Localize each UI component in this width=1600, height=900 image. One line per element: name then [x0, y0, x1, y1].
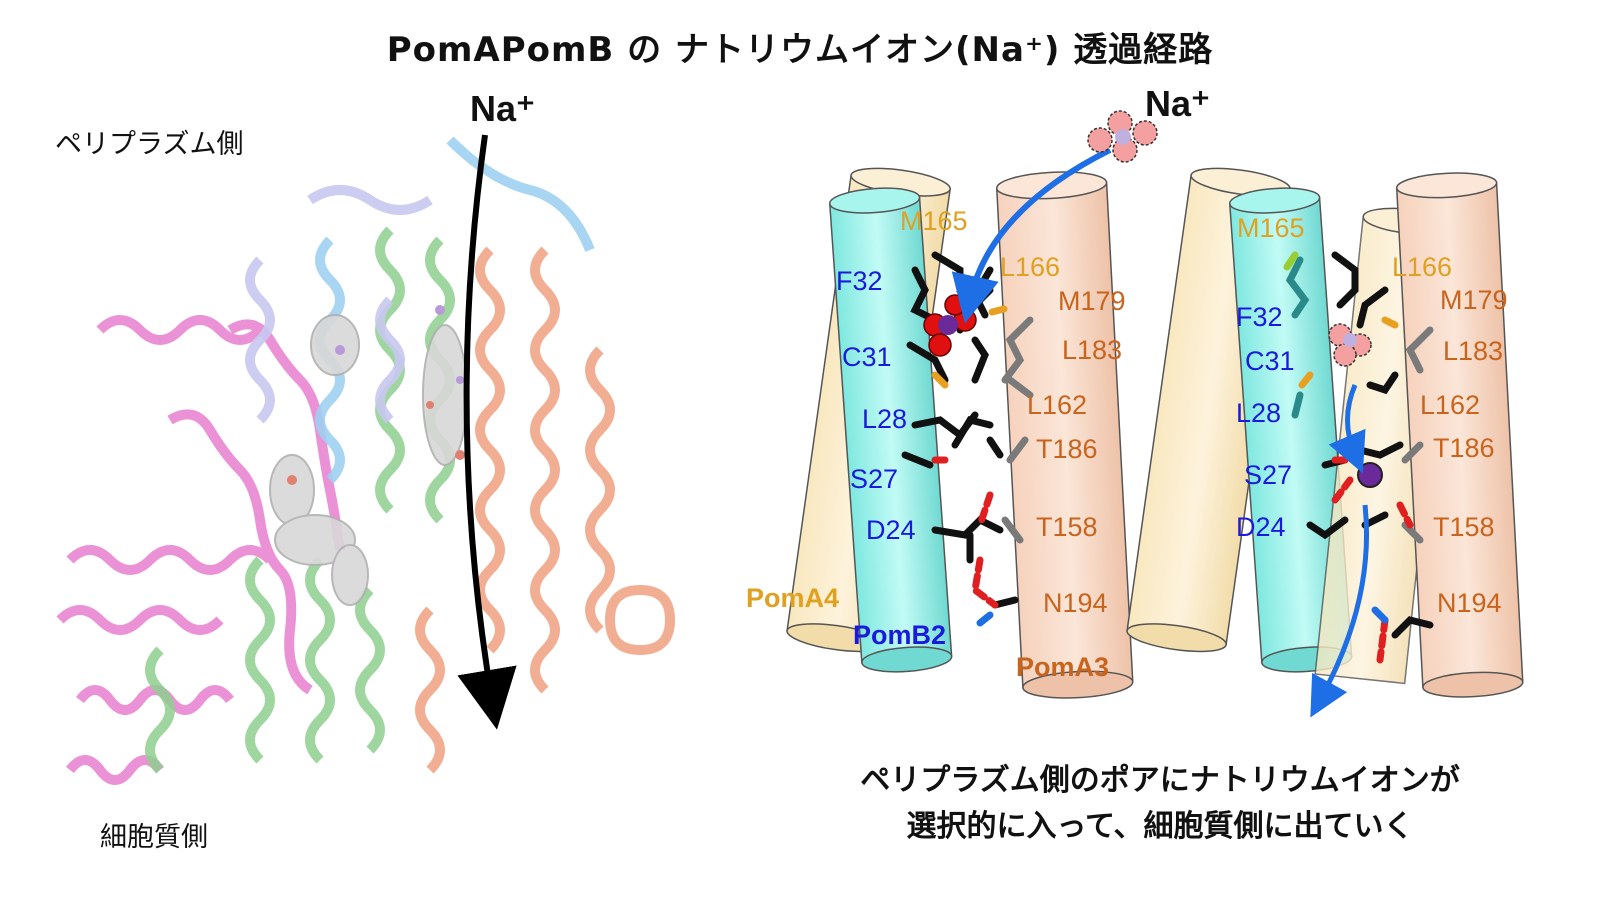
chain-pomA3: PomA3 — [1016, 652, 1110, 682]
residue-l162: L162 — [1027, 390, 1088, 420]
residue-t186: T186 — [1036, 434, 1098, 464]
residue-m179-right: M179 — [1440, 285, 1508, 315]
residue-l183: L183 — [1062, 335, 1123, 365]
residue-t158: T158 — [1036, 512, 1098, 542]
periplasm-label: ペリプラズム側 — [55, 129, 244, 160]
residue-m165-right: M165 — [1237, 213, 1305, 243]
residue-s27: S27 — [850, 464, 899, 494]
residue-n194-right: N194 — [1437, 588, 1502, 618]
residue-l166-right: L166 — [1392, 252, 1453, 282]
residue-n194: N194 — [1043, 588, 1108, 618]
residue-s27-right: S27 — [1244, 460, 1293, 490]
residue-m179: M179 — [1058, 286, 1126, 316]
residue-d24: D24 — [866, 515, 916, 545]
pore-diagram-right — [1126, 167, 1524, 718]
cytoplasm-label: 細胞質側 — [100, 822, 208, 853]
hydrated-sodium-icon — [1087, 110, 1158, 163]
caption-line-1: ペリプラズム側のポアにナトリウムイオンが — [860, 763, 1460, 798]
figure-title: PomAPomB の ナトリウムイオン(Na⁺) 透過経路 — [386, 30, 1214, 70]
sodium-label-right: Na⁺ — [1145, 83, 1211, 124]
residue-l166: L166 — [1000, 252, 1061, 282]
residue-m165: M165 — [900, 206, 968, 236]
residue-t186-right: T186 — [1433, 433, 1495, 463]
residue-c31-right: C31 — [1245, 346, 1295, 376]
cavity-dots — [287, 305, 465, 485]
residue-l28: L28 — [862, 404, 908, 434]
pore-diagram-left — [786, 147, 1134, 699]
sodium-label-left: Na⁺ — [470, 88, 536, 129]
residue-c31: C31 — [842, 342, 892, 372]
residue-f32: F32 — [836, 266, 883, 296]
residue-l183-right: L183 — [1443, 336, 1504, 366]
residue-f32-right: F32 — [1236, 302, 1283, 332]
residue-t158-right: T158 — [1433, 512, 1495, 542]
residue-d24-right: D24 — [1236, 512, 1286, 542]
chain-pomB2: PomB2 — [853, 620, 947, 650]
caption-line-2: 選択的に入って、細胞質側に出ていく — [906, 809, 1414, 844]
ribbon-structure — [55, 134, 710, 795]
residue-l28-right: L28 — [1236, 398, 1282, 428]
residue-l162-right: L162 — [1420, 390, 1481, 420]
chain-pomA4: PomA4 — [746, 583, 840, 613]
